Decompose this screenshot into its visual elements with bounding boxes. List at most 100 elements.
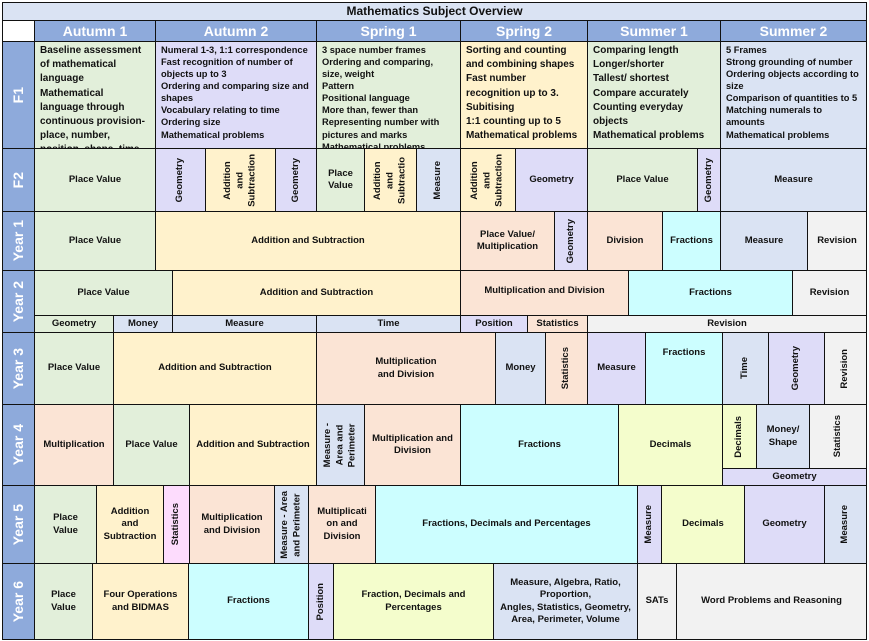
y3-topic-fractions: Fractions: [645, 332, 723, 405]
f1-objective: Ordering and comparing, size, weight: [322, 57, 434, 80]
y2-topic-fractions-text: Fractions: [689, 286, 732, 298]
y3-topic-geometry-text: Geometry: [790, 346, 802, 391]
y1-topic-measure: Measure: [720, 211, 808, 271]
y3-topic-time: Time: [722, 332, 769, 405]
term-header-text: Summer 1: [620, 22, 688, 39]
term-header-text: Summer 2: [759, 22, 828, 39]
row-label-y6-text: Year 6: [10, 580, 27, 623]
f1-term-cell: Baseline assessment of mathematical lang…: [34, 41, 156, 149]
row-label-y5-text: Year 5: [10, 503, 27, 546]
f1-objective: Counting everyday objects: [593, 101, 684, 127]
row-label-f1: F1: [2, 41, 35, 149]
f2-topic-place-value: Place Value: [587, 148, 698, 212]
row-label-y3: Year 3: [2, 332, 35, 405]
y6-topic-fraction-decimals-and-percentages: Fraction, Decimals and Percentages: [333, 563, 494, 640]
row-label-y4-text: Year 4: [10, 424, 27, 466]
y2-topic-money-text: Money: [127, 317, 159, 329]
row-label-y2-text: Year 2: [10, 280, 27, 323]
row-label-y6: Year 6: [2, 563, 35, 640]
f1-objective: Comparison of quantities to 5: [726, 93, 858, 104]
f1-objective: Fast recognition of number of objects up…: [161, 57, 293, 80]
y4-topic-geometry-text: Geometry: [772, 470, 817, 482]
y4-topic-money-shape-text: Money/ Shape: [766, 424, 800, 448]
y6-topic-position-text: Position: [314, 582, 326, 621]
y4-topic-geometry: Geometry: [722, 468, 867, 486]
y1-topic-place-value-multiplication: Place Value/ Multiplication: [460, 211, 555, 271]
y4-topic-multiplication-text: Multiplication: [43, 438, 105, 450]
y2-topic-measure-text: Measure: [225, 317, 264, 329]
f1-objective: More than, fewer than: [322, 105, 419, 116]
y5-topic-multiplication-and-division-text: Multiplication and Division: [201, 512, 263, 536]
f2-topic-geometry: Geometry: [275, 148, 317, 212]
y4-topic-place-value: Place Value: [113, 404, 190, 486]
y4-topic-decimals: Decimals: [722, 404, 757, 469]
y1-topic-addition-and-subtraction: Addition and Subtraction: [155, 211, 461, 271]
f1-objective: Subitising: [466, 101, 515, 113]
term-header-text: Autumn 2: [203, 22, 269, 39]
y3-topic-addition-and-subtraction-text: Addition and Subtraction: [158, 362, 272, 374]
y6-topic-fraction-decimals-and-percentages-text: Fraction, Decimals and Percentages: [361, 589, 466, 613]
y5-topic-place-value-text: Place Value: [53, 512, 78, 536]
y6-topic-four-operations-and-bidmas-text: Four Operations and BIDMAS: [103, 589, 178, 613]
y2-topic-addition-and-subtraction-text: Addition and Subtraction: [259, 286, 374, 298]
f2-topic-geometry-text: Geometry: [529, 173, 574, 185]
y4-topic-multiplication-and-division: Multiplication and Division: [364, 404, 461, 486]
y2-topic-statistics-text: Statistics: [536, 317, 579, 329]
y5-topic-measure-area-and-perimeter: Measure - Area and Perimeter: [274, 485, 309, 564]
row-label-y2: Year 2: [2, 270, 35, 333]
y2-topic-position-text: Position: [475, 317, 513, 329]
y1-topic-place-value-multiplication-text: Place Value/ Multiplication: [476, 228, 539, 252]
y6-topic-place-value: Place Value: [34, 563, 93, 640]
row-label-y3-text: Year 3: [10, 347, 27, 390]
y4-topic-statistics-text: Statistics: [831, 415, 843, 458]
y1-topic-geometry: Geometry: [554, 211, 588, 271]
f2-topic-place-value-text: Place Value: [328, 167, 353, 191]
y1-topic-revision-text: Revision: [817, 234, 857, 246]
y2-topic-fractions: Fractions: [628, 270, 793, 316]
y6-topic-four-operations-and-bidmas: Four Operations and BIDMAS: [92, 563, 189, 640]
row-label-f1-text: F1: [10, 86, 27, 104]
y4-topic-measure-area-and-perimeter: Measure - Area and Perimeter: [316, 404, 365, 486]
f2-topic-place-value: Place Value: [34, 148, 156, 212]
f1-objective: Numeral 1-3, 1:1 correspondence: [161, 45, 308, 55]
y5-topic-measure-text: Measure: [643, 505, 655, 544]
f2-topic-measure-text: Measure: [432, 160, 444, 200]
y3-topic-time-text: Time: [739, 357, 751, 380]
y1-topic-measure-text: Measure: [744, 234, 784, 246]
y3-topic-measure: Measure: [587, 332, 646, 405]
y2-topic-multiplication-and-division-text: Multiplication and Division: [484, 285, 605, 296]
y2-topic-time-text: Time: [377, 317, 400, 329]
f2-topic-geometry-text: Geometry: [289, 157, 301, 203]
f1-objective: Pattern: [322, 81, 355, 92]
f2-topic-place-value: Place Value: [316, 148, 365, 212]
term-header-text: Autumn 1: [62, 22, 128, 39]
y3-topic-measure-text: Measure: [597, 362, 636, 374]
y5-topic-multiplicati-on-and-division-text: Multiplicati on and Division: [317, 505, 367, 542]
page-title-text: Mathematics Subject Overview: [346, 3, 523, 18]
f2-topic-measure: Measure: [416, 148, 461, 212]
y3-topic-place-value-text: Place Value: [47, 362, 101, 374]
y3-topic-revision: Revision: [824, 332, 867, 405]
y5-topic-measure: Measure: [824, 485, 867, 564]
y1-topic-place-value: Place Value: [34, 211, 156, 271]
y6-topic-place-value-text: Place Value: [51, 589, 76, 613]
f1-objective: Vocabulary relating to time: [161, 105, 280, 116]
y6-topic-fractions: Fractions: [188, 563, 309, 640]
y2-topic-geometry-text: Geometry: [51, 317, 97, 329]
row-label-y1-text: Year 1: [10, 220, 27, 262]
f2-topic-geometry-text: Geometry: [702, 157, 714, 203]
f1-objective: Compare accurately: [593, 87, 689, 99]
header-blank: [2, 20, 35, 42]
term-header: Autumn 1: [34, 20, 156, 42]
f2-topic-place-value-text: Place Value: [616, 173, 669, 185]
f2-topic-geometry: Geometry: [515, 148, 588, 212]
f2-topic-addition-and-subtraction-text: Addition and Subtraction: [221, 153, 258, 207]
f2-topic-measure: Measure: [720, 148, 867, 212]
page-title: Mathematics Subject Overview: [2, 2, 867, 21]
f1-objective: Mathematical language through continuous…: [40, 87, 145, 148]
y6-topic-sats: SATs: [637, 563, 677, 640]
y4-topic-statistics: Statistics: [809, 404, 867, 469]
